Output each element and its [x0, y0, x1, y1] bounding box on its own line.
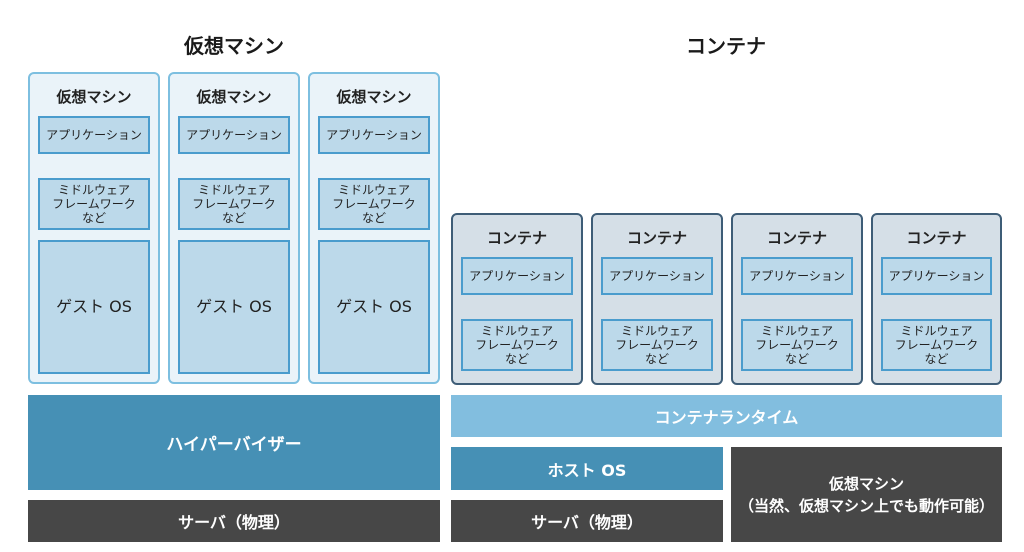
- middleware-box: ミドルウェア フレームワーク など: [741, 319, 853, 371]
- middleware-box: ミドルウェア フレームワーク など: [38, 178, 150, 230]
- container-card: コンテナ アプリケーション ミドルウェア フレームワーク など: [871, 213, 1002, 385]
- container-card: コンテナ アプリケーション ミドルウェア フレームワーク など: [451, 213, 583, 385]
- container-card-title: コンテナ: [626, 229, 687, 247]
- container-card: コンテナ アプリケーション ミドルウェア フレームワーク など: [591, 213, 723, 385]
- application-box: アプリケーション: [38, 116, 150, 154]
- vm-card-title: 仮想マシン: [336, 88, 412, 106]
- container-runtime-layer: コンテナランタイム: [451, 395, 1002, 437]
- application-box: アプリケーション: [881, 257, 992, 295]
- vm-host-alternative-layer: 仮想マシン （当然、仮想マシン上でも動作可能）: [731, 447, 1002, 542]
- application-box: アプリケーション: [601, 257, 713, 295]
- container-card: コンテナ アプリケーション ミドルウェア フレームワーク など: [731, 213, 863, 385]
- middleware-box: ミドルウェア フレームワーク など: [318, 178, 430, 230]
- container-server-layer: サーバ（物理）: [451, 500, 723, 542]
- vm-heading: 仮想マシン: [184, 34, 284, 58]
- vm-card: 仮想マシン アプリケーション ミドルウェア フレームワーク など ゲスト OS: [28, 72, 160, 384]
- vm-card: 仮想マシン アプリケーション ミドルウェア フレームワーク など ゲスト OS: [308, 72, 440, 384]
- guest-os-box: ゲスト OS: [38, 240, 150, 374]
- application-box: アプリケーション: [178, 116, 290, 154]
- container-card-title: コンテナ: [906, 229, 967, 247]
- host-os-layer: ホスト OS: [451, 447, 723, 490]
- middleware-box: ミドルウェア フレームワーク など: [601, 319, 713, 371]
- guest-os-box: ゲスト OS: [178, 240, 290, 374]
- middleware-box: ミドルウェア フレームワーク など: [881, 319, 992, 371]
- middleware-box: ミドルウェア フレームワーク など: [178, 178, 290, 230]
- application-box: アプリケーション: [741, 257, 853, 295]
- vm-card-title: 仮想マシン: [196, 88, 272, 106]
- container-card-title: コンテナ: [766, 229, 827, 247]
- middleware-box: ミドルウェア フレームワーク など: [461, 319, 573, 371]
- vm-server-layer: サーバ（物理）: [28, 500, 440, 542]
- application-box: アプリケーション: [461, 257, 573, 295]
- vm-card-title: 仮想マシン: [56, 88, 132, 106]
- container-heading: コンテナ: [686, 34, 766, 58]
- application-box: アプリケーション: [318, 116, 430, 154]
- guest-os-box: ゲスト OS: [318, 240, 430, 374]
- container-card-title: コンテナ: [486, 229, 547, 247]
- vm-card: 仮想マシン アプリケーション ミドルウェア フレームワーク など ゲスト OS: [168, 72, 300, 384]
- hypervisor-layer: ハイパーバイザー: [28, 395, 440, 490]
